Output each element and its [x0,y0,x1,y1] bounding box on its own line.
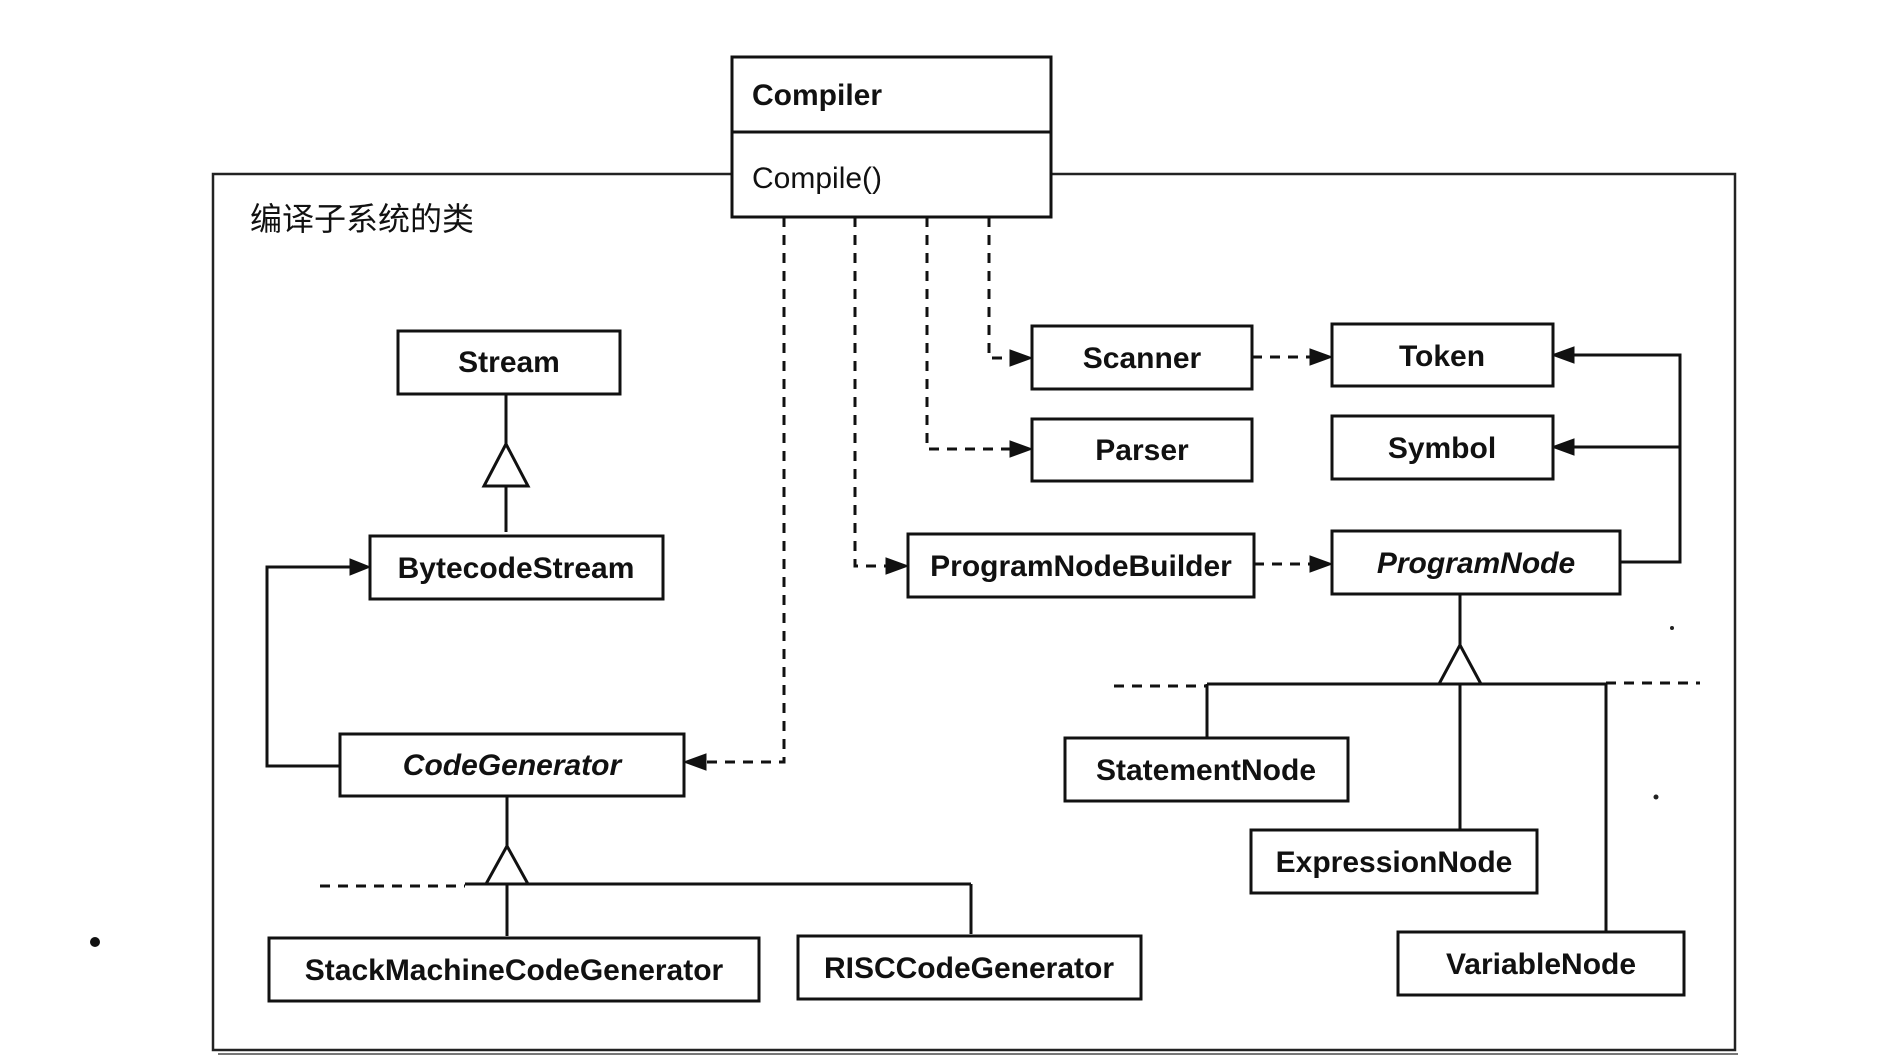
stack-machine-code-generator-class: StackMachineCodeGenerator [267,936,761,1003]
subsystem-title: 编译子系统的类 [250,200,474,238]
parser-class-name: Parser [1095,434,1189,467]
token-class: Token [1330,322,1555,388]
compiler-scanner-dependency [987,217,1010,360]
variable-node-class-name: VariableNode [1446,948,1636,981]
association-arrowhead [1550,346,1575,364]
scan-speck [1670,626,1674,630]
compiler-class: Compiler Compile() [730,55,1053,219]
compiler-parser-dependency [925,217,1010,451]
symbol-class: Symbol [1330,414,1555,481]
association-arrowhead [349,558,372,576]
scan-speck [90,937,100,947]
dependency-arrowhead [885,557,910,575]
scan-speck [1653,794,1659,800]
token-class-name: Token [1399,340,1485,373]
compiler-programnodebuilder-dependency [853,217,886,568]
dependency-arrowhead [1009,349,1034,367]
programnode-generalization-triangle [1436,641,1484,686]
scanner-class: Scanner [1030,324,1254,391]
compile-operation: Compile() [752,162,882,195]
variable-node-class: VariableNode [1396,930,1686,997]
program-node-class-name: ProgramNode [1377,547,1575,580]
program-node-builder-class: ProgramNodeBuilder [906,532,1256,599]
dependency-arrowhead [682,753,707,771]
risc-code-generator-class: RISCCodeGenerator [796,934,1143,1001]
codegenerator-generalization-triangle [483,842,531,886]
dependency-arrowhead [1009,440,1034,458]
compiler-codegenerator-dependency [706,217,786,764]
programnode-token-association [1572,353,1682,564]
dependency-arrowhead [1309,555,1334,573]
stream-class: Stream [396,329,622,396]
program-node-class: ProgramNode [1330,529,1622,596]
compiler-class-name: Compiler [752,79,882,112]
codegenerator-bytecodestream-association [265,565,352,768]
expression-node-class-name: ExpressionNode [1276,846,1513,879]
program-node-builder-class-name: ProgramNodeBuilder [930,550,1232,583]
statement-node-class-name: StatementNode [1096,754,1316,787]
statement-node-class: StatementNode [1063,736,1350,803]
stream-generalization-triangle [481,440,531,488]
bytecode-stream-class: BytecodeStream [368,534,665,601]
code-generator-class-name: CodeGenerator [403,749,624,782]
stream-class-name: Stream [458,346,560,379]
stack-machine-code-generator-class-name: StackMachineCodeGenerator [305,954,724,987]
dependency-arrowhead [1309,348,1334,366]
risc-code-generator-class-name: RISCCodeGenerator [824,952,1114,985]
parser-class: Parser [1030,417,1254,483]
code-generator-class: CodeGenerator [338,732,686,798]
symbol-class-name: Symbol [1388,432,1496,465]
expression-node-class: ExpressionNode [1249,828,1539,895]
subsystem-frame [211,172,1737,1052]
scanner-class-name: Scanner [1083,342,1202,375]
association-arrowhead [1550,438,1575,456]
bytecode-stream-class-name: BytecodeStream [398,552,635,585]
